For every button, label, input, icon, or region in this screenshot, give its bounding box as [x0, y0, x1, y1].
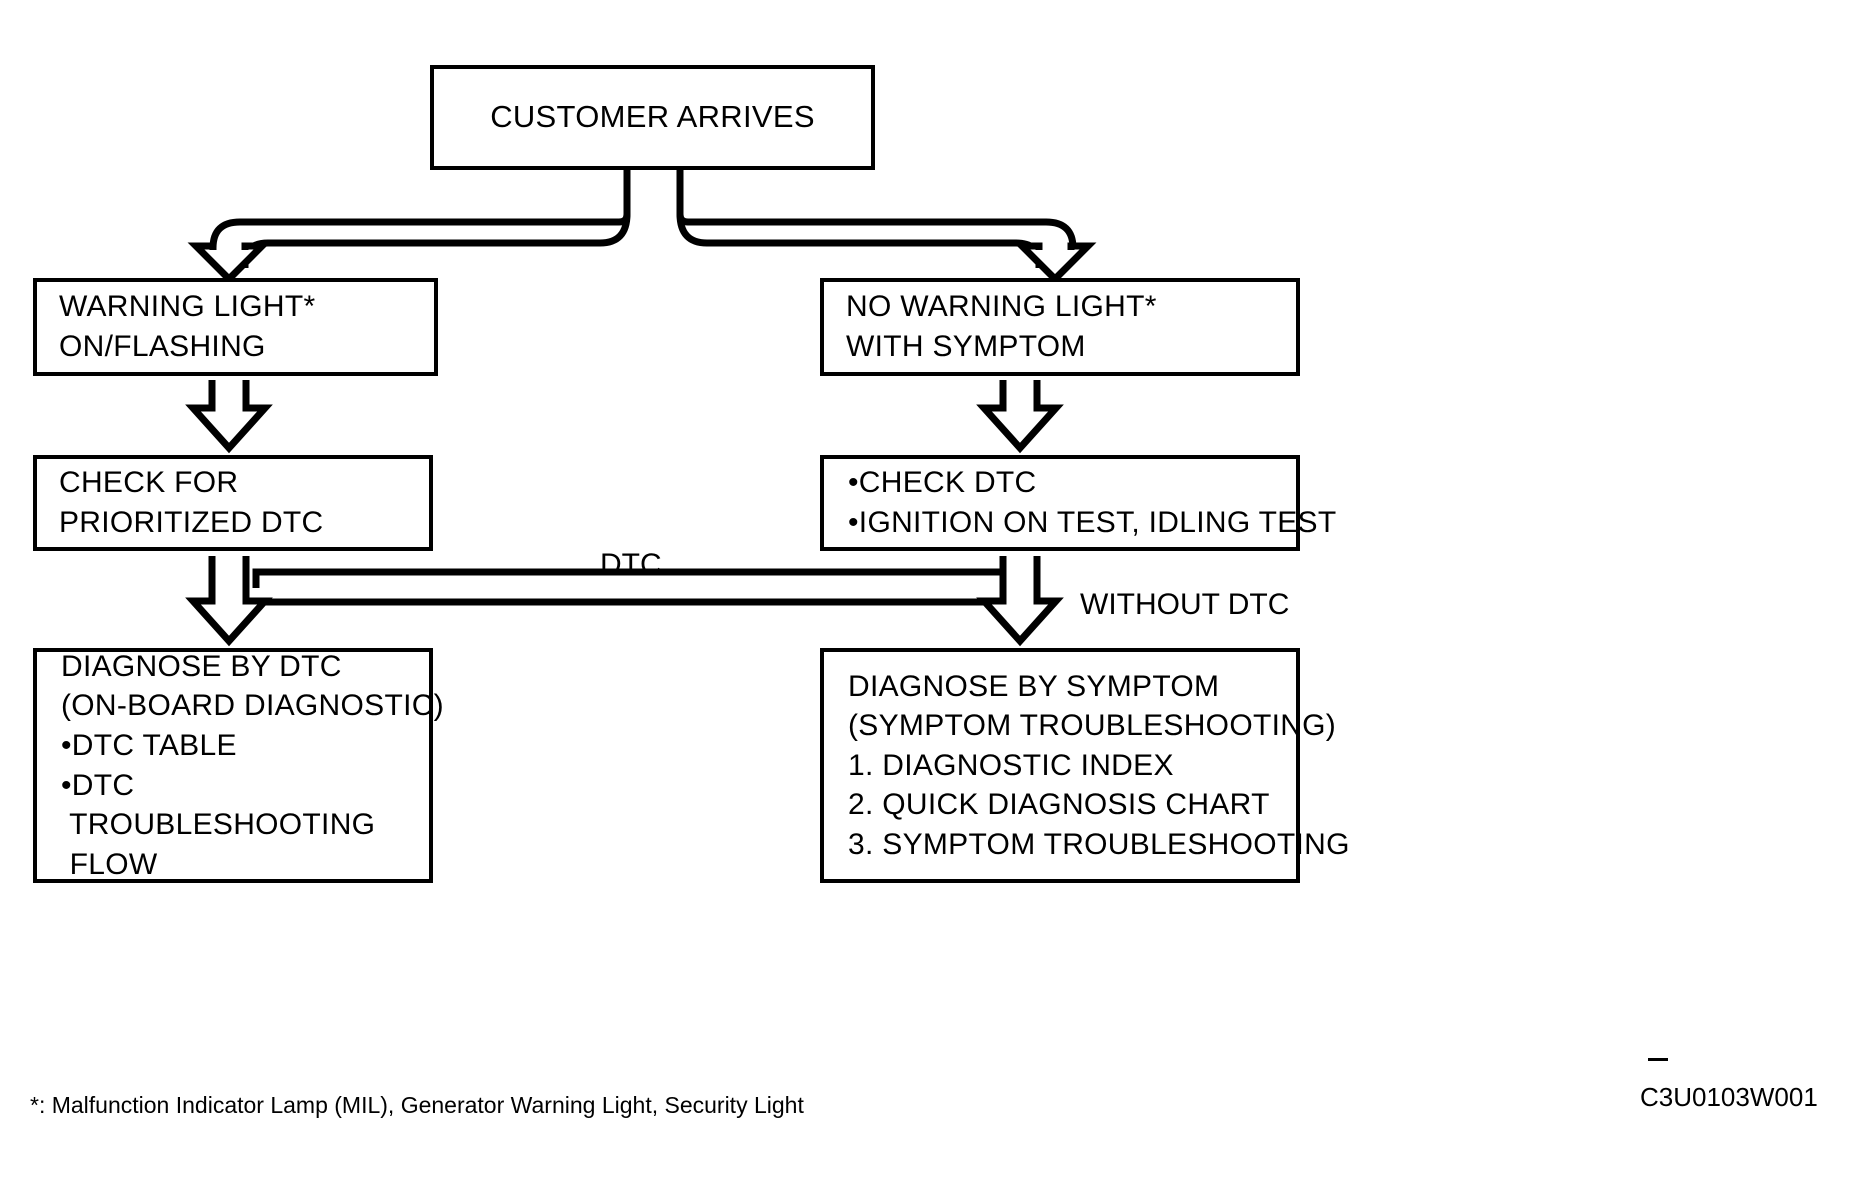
node-no-warning-light: NO WARNING LIGHT* WITH SYMPTOM — [820, 278, 1300, 376]
node-line: CHECK FOR — [59, 466, 239, 500]
node-line: DIAGNOSE BY SYMPTOM — [848, 669, 1220, 703]
node-line: 2. QUICK DIAGNOSIS CHART — [848, 788, 1270, 822]
figure-code-tick — [1648, 1058, 1668, 1061]
node-line: CUSTOMER ARRIVES — [490, 99, 815, 135]
arrow-check-dtc-to-diagnose-symptom — [976, 556, 1064, 647]
figure-code: C3U0103W001 — [1640, 1082, 1818, 1112]
node-line: NO WARNING LIGHT* — [846, 290, 1157, 324]
node-line: •DTC — [61, 768, 135, 802]
edge-label-dtc: DTC — [600, 548, 662, 581]
node-check-for-prioritized-dtc: CHECK FOR PRIORITIZED DTC — [33, 455, 433, 551]
node-diagnose-by-dtc: DIAGNOSE BY DTC (ON-BOARD DIAGNOSTIC) •D… — [33, 648, 444, 883]
arrow-warning-to-check-for — [185, 380, 273, 454]
node-line: DIAGNOSE BY DTC — [61, 649, 342, 683]
node-warning-light: WARNING LIGHT* ON/FLASHING — [33, 278, 438, 376]
node-line: (SYMPTOM TROUBLESHOOTING) — [848, 709, 1337, 743]
arrow-to-warning-light — [187, 242, 271, 284]
edge-label-without-dtc: WITHOUT DTC — [1080, 588, 1290, 621]
arrow-check-for-to-diagnose-dtc — [185, 556, 273, 647]
node-line: TROUBLESHOOTING — [61, 808, 376, 842]
footnote: *: Malfunction Indicator Lamp (MIL), Gen… — [30, 1092, 804, 1118]
arrow-nowarning-to-check-dtc — [976, 380, 1064, 454]
node-line: (ON-BOARD DIAGNOSTIC) — [61, 689, 444, 723]
node-customer-arrives: CUSTOMER ARRIVES — [430, 65, 875, 170]
node-line: WARNING LIGHT* — [59, 290, 316, 324]
node-line: WITH SYMPTOM — [846, 330, 1086, 363]
node-diagnose-by-symptom: DIAGNOSE BY SYMPTOM (SYMPTOM TROUBLESHOO… — [820, 648, 1350, 883]
node-line: •CHECK DTC — [848, 466, 1037, 500]
node-line: PRIORITIZED DTC — [59, 506, 324, 539]
node-line: 3. SYMPTOM TROUBLESHOOTING — [848, 827, 1350, 861]
node-line: ON/FLASHING — [59, 330, 266, 363]
split-connector-top — [209, 170, 1077, 268]
node-line: •DTC TABLE — [61, 728, 237, 762]
node-line: •IGNITION ON TEST, IDLING TEST — [848, 506, 1337, 539]
node-line: 1. DIAGNOSTIC INDEX — [848, 748, 1174, 782]
node-line: FLOW — [61, 847, 158, 881]
node-check-dtc: •CHECK DTC •IGNITION ON TEST, IDLING TES… — [820, 455, 1337, 551]
arrow-to-no-warning-light — [1013, 242, 1097, 284]
